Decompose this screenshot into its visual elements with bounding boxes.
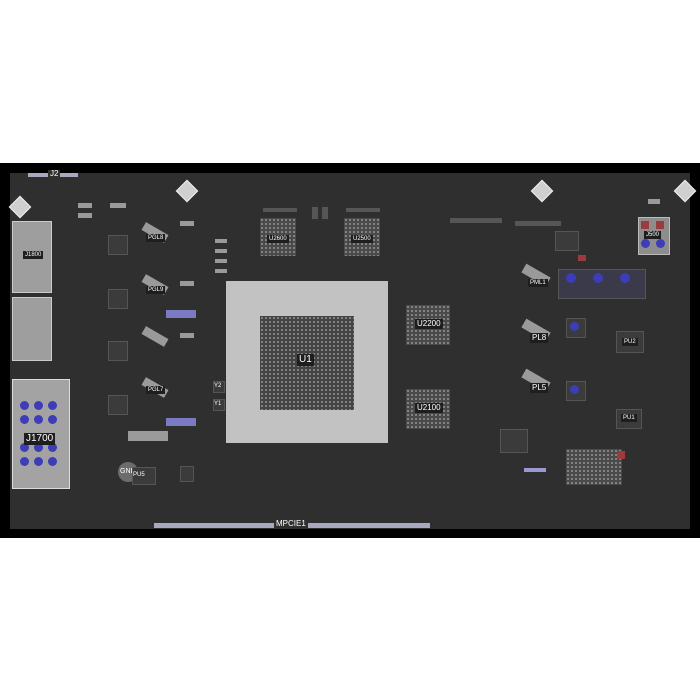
capacitor	[215, 249, 227, 253]
capacitor	[180, 281, 194, 286]
capacitor	[215, 239, 227, 243]
mosfet[interactable]	[108, 235, 128, 255]
mosfet[interactable]	[108, 289, 128, 309]
u1-die[interactable]	[260, 316, 354, 410]
via-dot	[20, 457, 29, 466]
capacitor	[180, 221, 194, 226]
j2-label: J2	[48, 169, 61, 178]
small-chip[interactable]	[180, 466, 194, 482]
mounting-pad	[530, 179, 554, 203]
y2-label: Y2	[214, 383, 222, 389]
capacitor	[215, 269, 227, 273]
capacitor	[322, 207, 328, 219]
via-dot	[34, 443, 43, 452]
via-dot	[34, 401, 43, 410]
via-dot	[48, 457, 57, 466]
pl5-label: PL5	[530, 383, 549, 393]
pgl7-label: PGL7	[146, 386, 166, 394]
via-dot	[48, 415, 57, 424]
pl8-label: PL8	[530, 333, 549, 343]
small-chip[interactable]	[555, 231, 579, 251]
j1700-label: J1700	[24, 433, 56, 445]
y1-crystal[interactable]	[213, 399, 225, 411]
capacitor	[312, 207, 318, 219]
pgl9-label: PGL9	[146, 286, 166, 294]
mosfet[interactable]	[108, 341, 128, 361]
pml1-label: PML1	[528, 279, 548, 287]
capacitor-bank	[524, 468, 546, 472]
mosfet[interactable]	[108, 395, 128, 415]
via-dot	[34, 415, 43, 424]
u2600-label: U2600	[267, 235, 289, 243]
via-dot	[570, 385, 579, 394]
j500-label: J500	[644, 231, 662, 239]
small-chip[interactable]	[500, 429, 528, 453]
capacitor	[346, 208, 380, 212]
capacitor-bank	[166, 418, 196, 426]
pu5-label: PU5	[133, 472, 145, 478]
y1-label: Y1	[214, 401, 222, 407]
pu1-label: PU1	[621, 414, 637, 422]
capacitor-bank	[166, 310, 196, 318]
j1900-connector[interactable]	[12, 297, 52, 361]
capacitor	[110, 203, 126, 208]
mounting-pad	[673, 179, 697, 203]
via-dot	[566, 273, 576, 283]
capacitor	[78, 203, 92, 208]
board-viewer[interactable]: J2 J1800 J1700	[0, 163, 700, 538]
capacitor	[128, 431, 168, 441]
via-dot	[656, 239, 665, 248]
component-array[interactable]	[566, 449, 622, 485]
red-pad	[641, 221, 649, 229]
red-pad	[656, 221, 664, 229]
pu2-label: PU2	[622, 338, 638, 346]
capacitor	[648, 199, 660, 204]
via-dot	[641, 239, 650, 248]
u2200-label: U2200	[415, 319, 443, 329]
via-dot	[48, 401, 57, 410]
red-pad	[578, 255, 586, 261]
mounting-pad	[8, 195, 32, 219]
capacitor	[180, 333, 194, 338]
capacitor	[263, 208, 297, 212]
mounting-pad	[175, 179, 199, 203]
via-dot	[570, 322, 579, 331]
via-dot	[48, 443, 57, 452]
u2100-label: U2100	[415, 403, 443, 413]
via-dot	[20, 415, 29, 424]
via-dot	[620, 273, 630, 283]
via-dot	[593, 273, 603, 283]
pgl8-label: PGL8	[146, 234, 166, 242]
via-dot	[34, 457, 43, 466]
mpcie1-label: MPCIE1	[274, 519, 308, 528]
j1800-label: J1800	[23, 251, 44, 259]
pcb-board[interactable]: J2 J1800 J1700	[8, 169, 697, 529]
capacitor	[78, 213, 92, 218]
via-dot	[20, 443, 29, 452]
u1-label: U1	[297, 354, 314, 366]
pu5-chip[interactable]	[132, 467, 156, 485]
capacitor	[515, 221, 561, 226]
red-pad	[617, 451, 625, 459]
capacitor	[215, 259, 227, 263]
via-dot	[20, 401, 29, 410]
y2-crystal[interactable]	[213, 381, 225, 393]
u2500-label: U2500	[351, 235, 373, 243]
u2500-chip[interactable]	[344, 218, 380, 256]
gnd-label: GND	[120, 468, 136, 475]
capacitor	[450, 218, 502, 223]
inductor[interactable]	[141, 326, 169, 347]
